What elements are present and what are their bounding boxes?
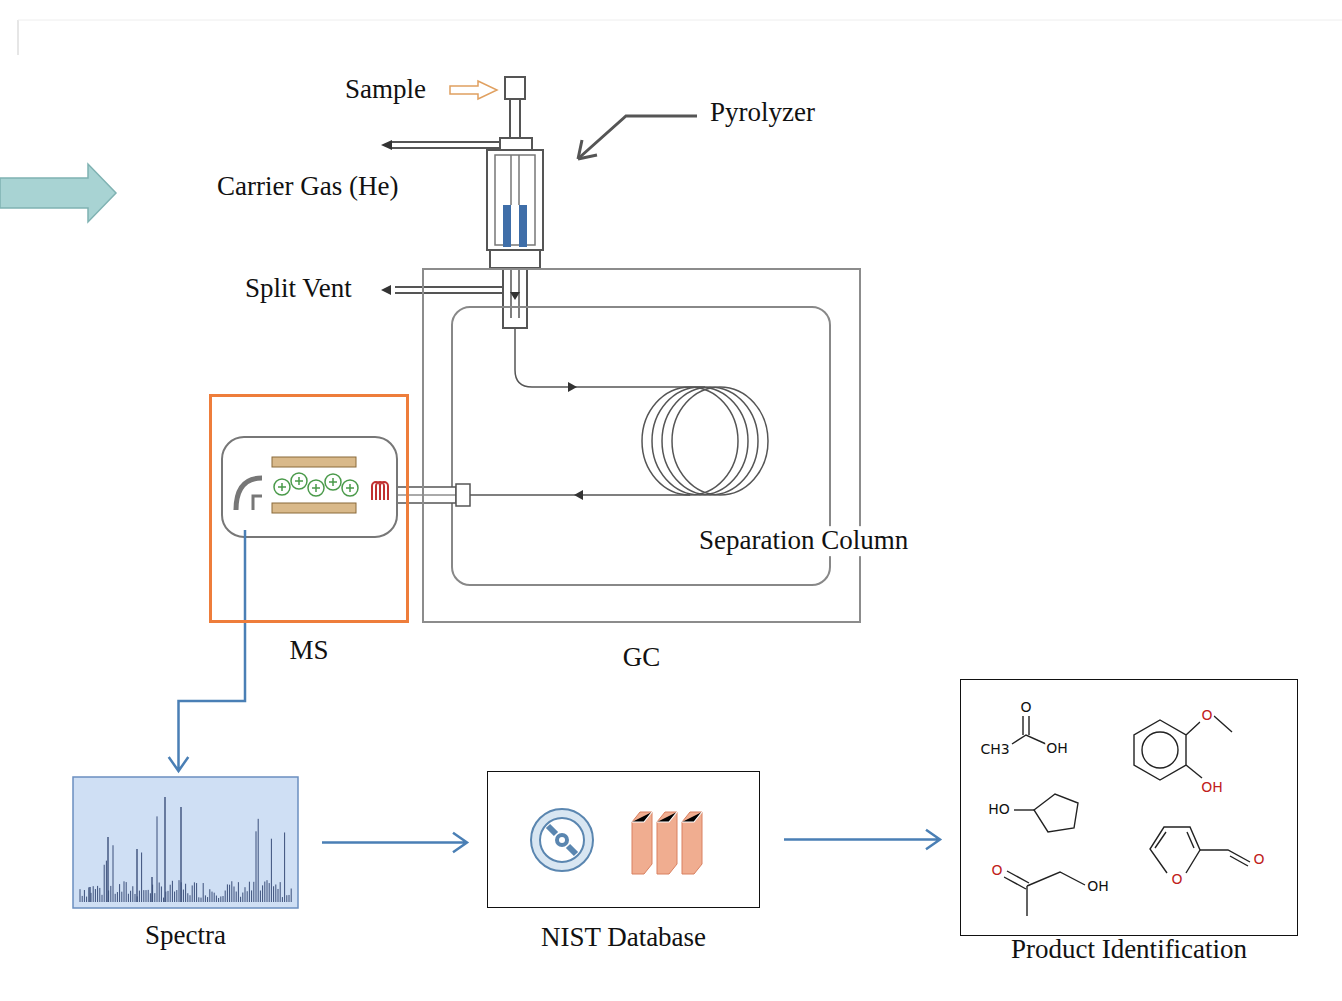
atom-label: O: [990, 863, 1003, 878]
atom-label: HO: [987, 802, 1011, 817]
flow-arrow: [784, 830, 940, 850]
ms-box: MS: [209, 394, 409, 623]
node-label: Product Identification: [1011, 934, 1247, 965]
atom-label: O: [1170, 872, 1183, 887]
spectra-image: Spectra: [73, 777, 298, 908]
flow-arrow: [322, 833, 467, 853]
part-label: Split Vent: [243, 274, 354, 304]
atom-label: O: [1019, 700, 1032, 715]
box-outline: [73, 777, 298, 908]
node-label: Spectra: [145, 920, 226, 951]
node-label: NIST Database: [541, 922, 706, 953]
part-label: Separation Column: [697, 526, 910, 556]
box-outline: [422, 268, 861, 623]
atom-label: CH3: [979, 742, 1010, 757]
box-outline: [487, 771, 760, 908]
database-box: NIST Database: [487, 771, 760, 908]
atom-label: OH: [1086, 879, 1110, 894]
atom-label: OH: [1045, 741, 1069, 756]
part-label: Sample: [343, 75, 428, 105]
node-label: MS: [289, 635, 328, 666]
node-label: GC: [623, 642, 661, 673]
atom-label: OH: [1200, 780, 1224, 795]
flow-arrow: [169, 623, 245, 771]
part-label: Pyrolyzer: [708, 98, 817, 128]
atom-label: O: [1252, 852, 1265, 867]
part-label: Carrier Gas (He): [215, 172, 400, 202]
box-outline: [209, 394, 409, 623]
atom-label: O: [1200, 708, 1213, 723]
gc-box: GC: [422, 268, 861, 623]
